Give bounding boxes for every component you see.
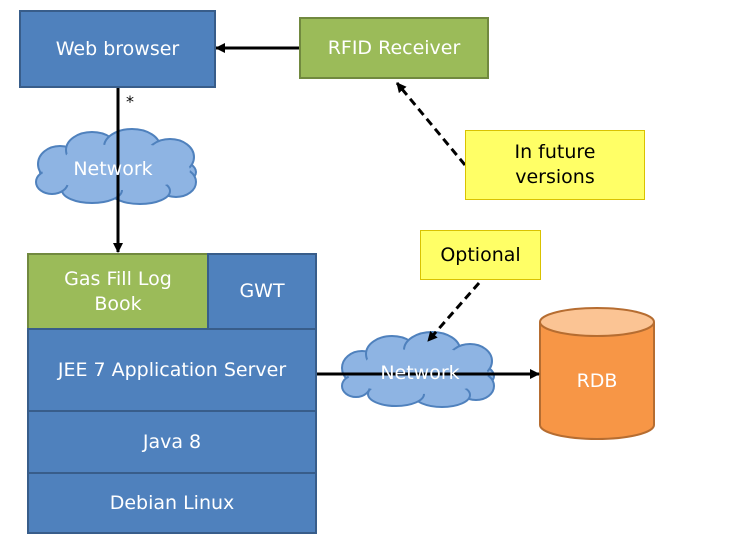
- rfid-receiver-label: RFID Receiver: [327, 36, 461, 59]
- note-future-versions-text: In future versions: [514, 141, 596, 188]
- note-optional-text: Optional: [440, 243, 521, 266]
- network-db-label: Network: [380, 362, 460, 384]
- note-future-versions: In future versions: [465, 130, 645, 200]
- gwt-label: GWT: [239, 280, 285, 303]
- gas-fill-log-book-label: Gas Fill Log Book: [64, 267, 172, 315]
- rdb-cylinder: [539, 307, 655, 440]
- web-browser-box: Web browser: [19, 10, 216, 88]
- gas-fill-log-book-box: Gas Fill Log Book: [27, 253, 209, 330]
- gwt-box: GWT: [207, 253, 317, 330]
- jee-server-label: JEE 7 Application Server: [57, 358, 287, 381]
- debian-box: Debian Linux: [27, 472, 317, 534]
- multiplicity-label: *: [126, 92, 134, 111]
- network-cloud-db: [341, 331, 495, 408]
- dashed-arrow-optional-to-network: [426, 282, 481, 342]
- java-label: Java 8: [142, 430, 202, 453]
- jee-server-box: JEE 7 Application Server: [27, 328, 317, 412]
- rfid-receiver-box: RFID Receiver: [299, 17, 489, 79]
- note-optional: Optional: [420, 230, 541, 280]
- rdb-label: RDB: [576, 370, 618, 392]
- network-top-label: Network: [73, 158, 153, 180]
- dashed-arrow-future-to-rfid: [395, 82, 467, 166]
- java-box: Java 8: [27, 410, 317, 474]
- debian-label: Debian Linux: [109, 491, 235, 514]
- web-browser-label: Web browser: [55, 37, 180, 60]
